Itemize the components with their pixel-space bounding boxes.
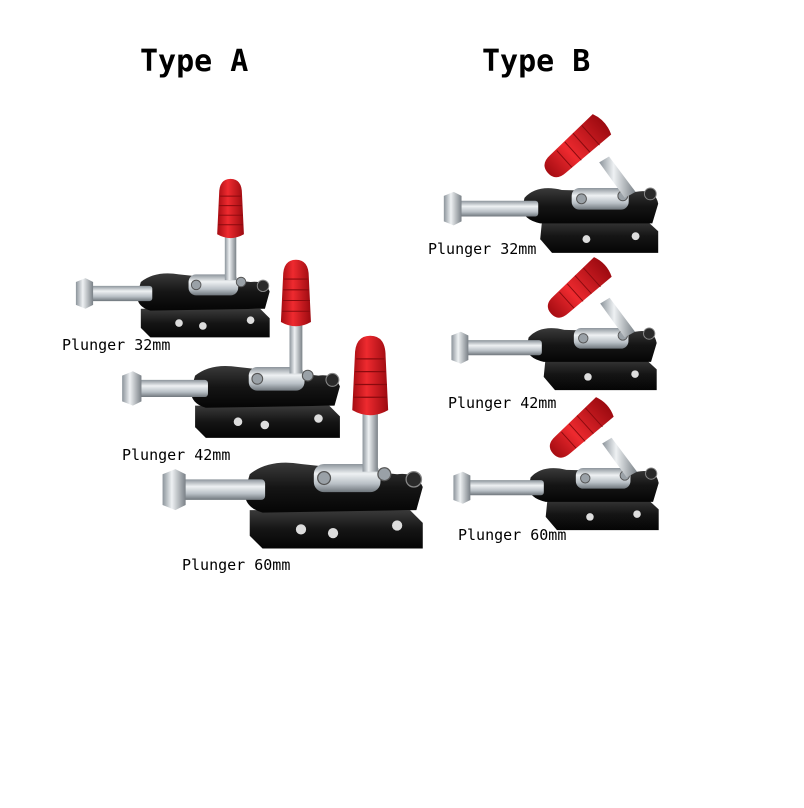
type-b-label-32mm: Plunger 32mm — [428, 240, 537, 258]
type-b-label-60mm: Plunger 60mm — [458, 526, 567, 544]
type-a-heading: Type A — [140, 44, 249, 79]
type-b-heading: Type B — [482, 44, 591, 79]
type-a-label-60mm: Plunger 60mm — [182, 556, 291, 574]
type-a-label-42mm: Plunger 42mm — [122, 446, 231, 464]
type-a-label-32mm: Plunger 32mm — [62, 336, 171, 354]
type-b-clamp-60mm — [452, 396, 660, 531]
type-b-clamp-42mm — [450, 256, 658, 391]
type-b-label-42mm: Plunger 42mm — [448, 394, 557, 412]
type-a-clamp-60mm — [161, 335, 424, 550]
